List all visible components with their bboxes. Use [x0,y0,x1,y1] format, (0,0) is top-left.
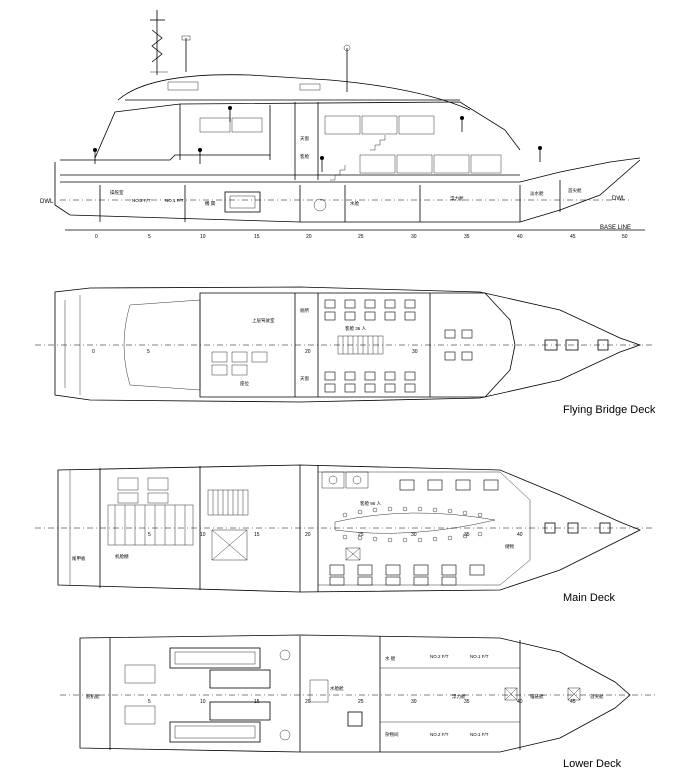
fb-seats-label: 座位 [240,380,249,387]
main-frame-30: 30 [411,532,417,538]
profile-frame-15: 15 [254,234,260,240]
profile-buoyancy: 浮力舱 [450,195,464,202]
main-frame-25: 25 [358,532,364,538]
lower-buoyancy: 浮力舱 [452,693,466,700]
lower-frame-15: 15 [254,699,260,705]
lower-deck-title: Lower Deck [563,758,622,770]
flying-bridge-deck-title: Flying Bridge Deck [563,404,656,416]
lower-bosun: 锚链舱 [530,693,544,700]
lower-fore-peak: 首尖舱 [590,693,604,700]
lower-fuel-a: NO.2 F/T [430,654,449,659]
profile-bosun: 首尖舱 [568,187,582,194]
lower-fuel-d: NO.1 F/T [470,732,489,737]
dwl-right-label: DWL [612,196,626,202]
lower-frame-35: 35 [464,699,470,705]
main-frame-15: 15 [254,532,260,538]
lower-frame-10: 10 [200,699,206,705]
lower-frame-20: 20 [305,699,311,705]
main-deck-plan: 客舱 96 人 机舱棚 尾甲板 储物 5 10 15 20 25 30 35 4… [35,464,655,593]
lower-wt-top: 水 舱 [385,655,396,662]
main-frame-35: 35 [464,532,470,538]
fb-small-a-label: 厕所 [300,307,309,314]
fb-cabin-label: 客舱 36 人 [345,325,367,332]
main-cabin-label: 客舱 96 人 [360,500,382,507]
lower-fuel-b: NO.1 F/T [470,654,489,659]
dwl-left-label: DWL [40,199,54,205]
profile-engine-room: 機 関 [205,200,216,207]
fb-upper-label: 上层驾驶室 [252,317,275,324]
lower-aft-store: 舵机舱 [86,693,100,700]
profile-fuel-no2: NO.2 F/T [132,198,151,203]
profile-frame-20: 20 [306,234,312,240]
fb-frame-5: 5 [147,349,150,355]
lower-deck-plan: 舵机舱 水舱舱 水 舱 NO.2 F/T NO.1 F/T 浮力舱 锚链舱 首尖… [60,634,655,753]
lower-frame-45: 45 [570,699,576,705]
profile-frame-5: 5 [148,234,151,240]
profile-frame-10: 10 [200,234,206,240]
profile-view: DWL DWL BASE LINE 0 5 10 15 20 25 30 35 … [40,10,645,240]
main-frame-10: 10 [200,532,206,538]
lower-frame-30: 30 [411,699,417,705]
profile-frame-45: 45 [570,234,576,240]
profile-fuel-no1: NO.1 F/T [165,198,184,203]
flying-bridge-plan: 客舱 36 人 上层驾驶室 座位 厕所 天窗 0 5 20 30 [35,286,655,403]
fb-frame-0: 0 [92,349,95,355]
lower-water-tank: 水舱舱 [330,685,344,692]
main-deck-title: Main Deck [563,592,615,604]
profile-frame-30: 30 [411,234,417,240]
profile-frame-50: 50 [622,234,628,240]
lower-misc: 杂物间 [385,731,399,738]
profile-roof: 天窗 [300,135,309,142]
fb-frame-20: 20 [305,349,311,355]
profile-steering-room: 操舵室 [110,189,124,196]
profile-frame-40: 40 [517,234,523,240]
lower-frame-25: 25 [358,699,364,705]
main-frame-20: 20 [305,532,311,538]
main-engine-label: 机舱棚 [115,553,129,560]
lower-frame-5: 5 [148,699,151,705]
lower-engines [124,647,291,743]
fb-frame-30: 30 [412,349,418,355]
profile-frame-25: 25 [358,234,364,240]
profile-frame-0: 0 [95,234,98,240]
fb-seats [324,299,473,393]
profile-frame-35: 35 [464,234,470,240]
main-aft-label: 尾甲板 [72,555,86,562]
lower-frame-40: 40 [517,699,523,705]
main-frame-40: 40 [517,532,523,538]
main-deck-seats [329,479,499,586]
profile-water: 水舱 [350,200,359,207]
profile-tank: 淡水舱 [530,190,544,197]
profile-frame-ruler: 0 5 10 15 20 25 30 35 40 45 50 [95,234,628,240]
profile-cabin: 客舱 [300,153,309,160]
main-deck-vents [107,504,194,546]
lower-fuel-c: NO.2 F/T [430,732,449,737]
main-fore-label: 储物 [505,543,514,550]
fb-small-b-label: 天窗 [300,375,309,382]
base-line-label: BASE LINE [600,225,631,231]
main-frame-5: 5 [148,532,151,538]
